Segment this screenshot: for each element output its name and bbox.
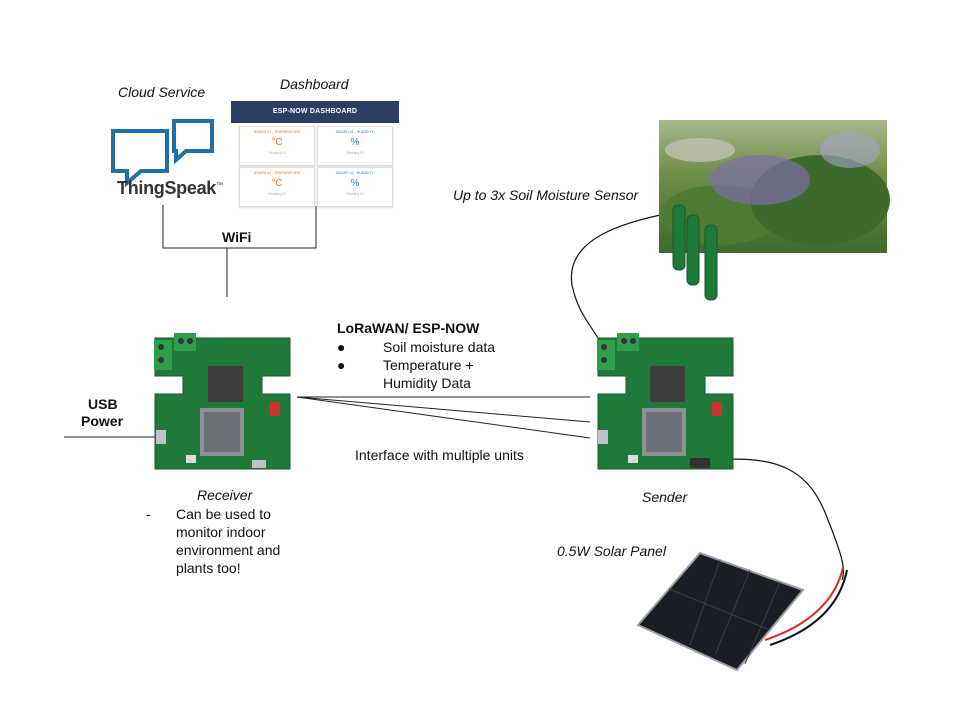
dashboard-label: Dashboard	[280, 76, 349, 92]
dashboard-screenshot: ESP-NOW DASHBOARD BOARD #1 - TEMPERATURE…	[231, 101, 399, 207]
power-label: Power	[81, 413, 124, 429]
list-item: plants too!	[176, 560, 241, 576]
dash-marker: -	[146, 506, 151, 522]
dashboard-card: BOARD #2 - HUMIDITY % Reading ID	[317, 167, 393, 207]
solar-panel-label: 0.5W Solar Panel	[557, 543, 666, 559]
cloud-service-label: Cloud Service	[118, 84, 206, 100]
list-item: Humidity Data	[383, 375, 471, 391]
dashboard-card: BOARD #1 - TEMPERATURE °C Reading ID	[239, 126, 315, 166]
wifi-label: WiFi	[222, 229, 252, 245]
usb-label: USB	[88, 396, 118, 412]
dashboard-header: ESP-NOW DASHBOARD	[231, 101, 399, 123]
link-title: LoRaWAN/ ESP-NOW	[337, 320, 480, 336]
receiver-notes: - Can be used to monitor indoor environm…	[146, 505, 280, 577]
receiver-label: Receiver	[197, 487, 253, 503]
solar-cable	[711, 458, 845, 581]
bullet-icon: ●	[337, 357, 346, 373]
link-bullet-list: ● Soil moisture data ● Temperature + Hum…	[337, 338, 495, 392]
sender-label: Sender	[642, 489, 688, 505]
interface-label: Interface with multiple units	[355, 447, 524, 463]
soil-sensor-label: Up to 3x Soil Moisture Sensor	[453, 187, 639, 203]
dashboard-card: BOARD #2 - TEMPERATURE °C Reading ID	[239, 167, 315, 207]
thingspeak-logo-text: ThingSpeak™	[117, 178, 223, 198]
link-line-3	[296, 396, 591, 439]
list-item: Can be used to	[176, 506, 271, 522]
list-item: environment and	[176, 542, 281, 558]
wifi-bracket-line	[162, 205, 317, 249]
list-item: monitor indoor	[176, 524, 266, 540]
list-item: ● Temperature +	[337, 357, 474, 373]
dashboard-card: BOARD #1 - HUMIDITY % Reading ID	[317, 126, 393, 166]
list-item: ● Soil moisture data	[337, 339, 496, 355]
bullet-icon: ●	[337, 339, 346, 355]
link-line-2	[296, 396, 591, 423]
sensor-cable	[570, 211, 677, 343]
